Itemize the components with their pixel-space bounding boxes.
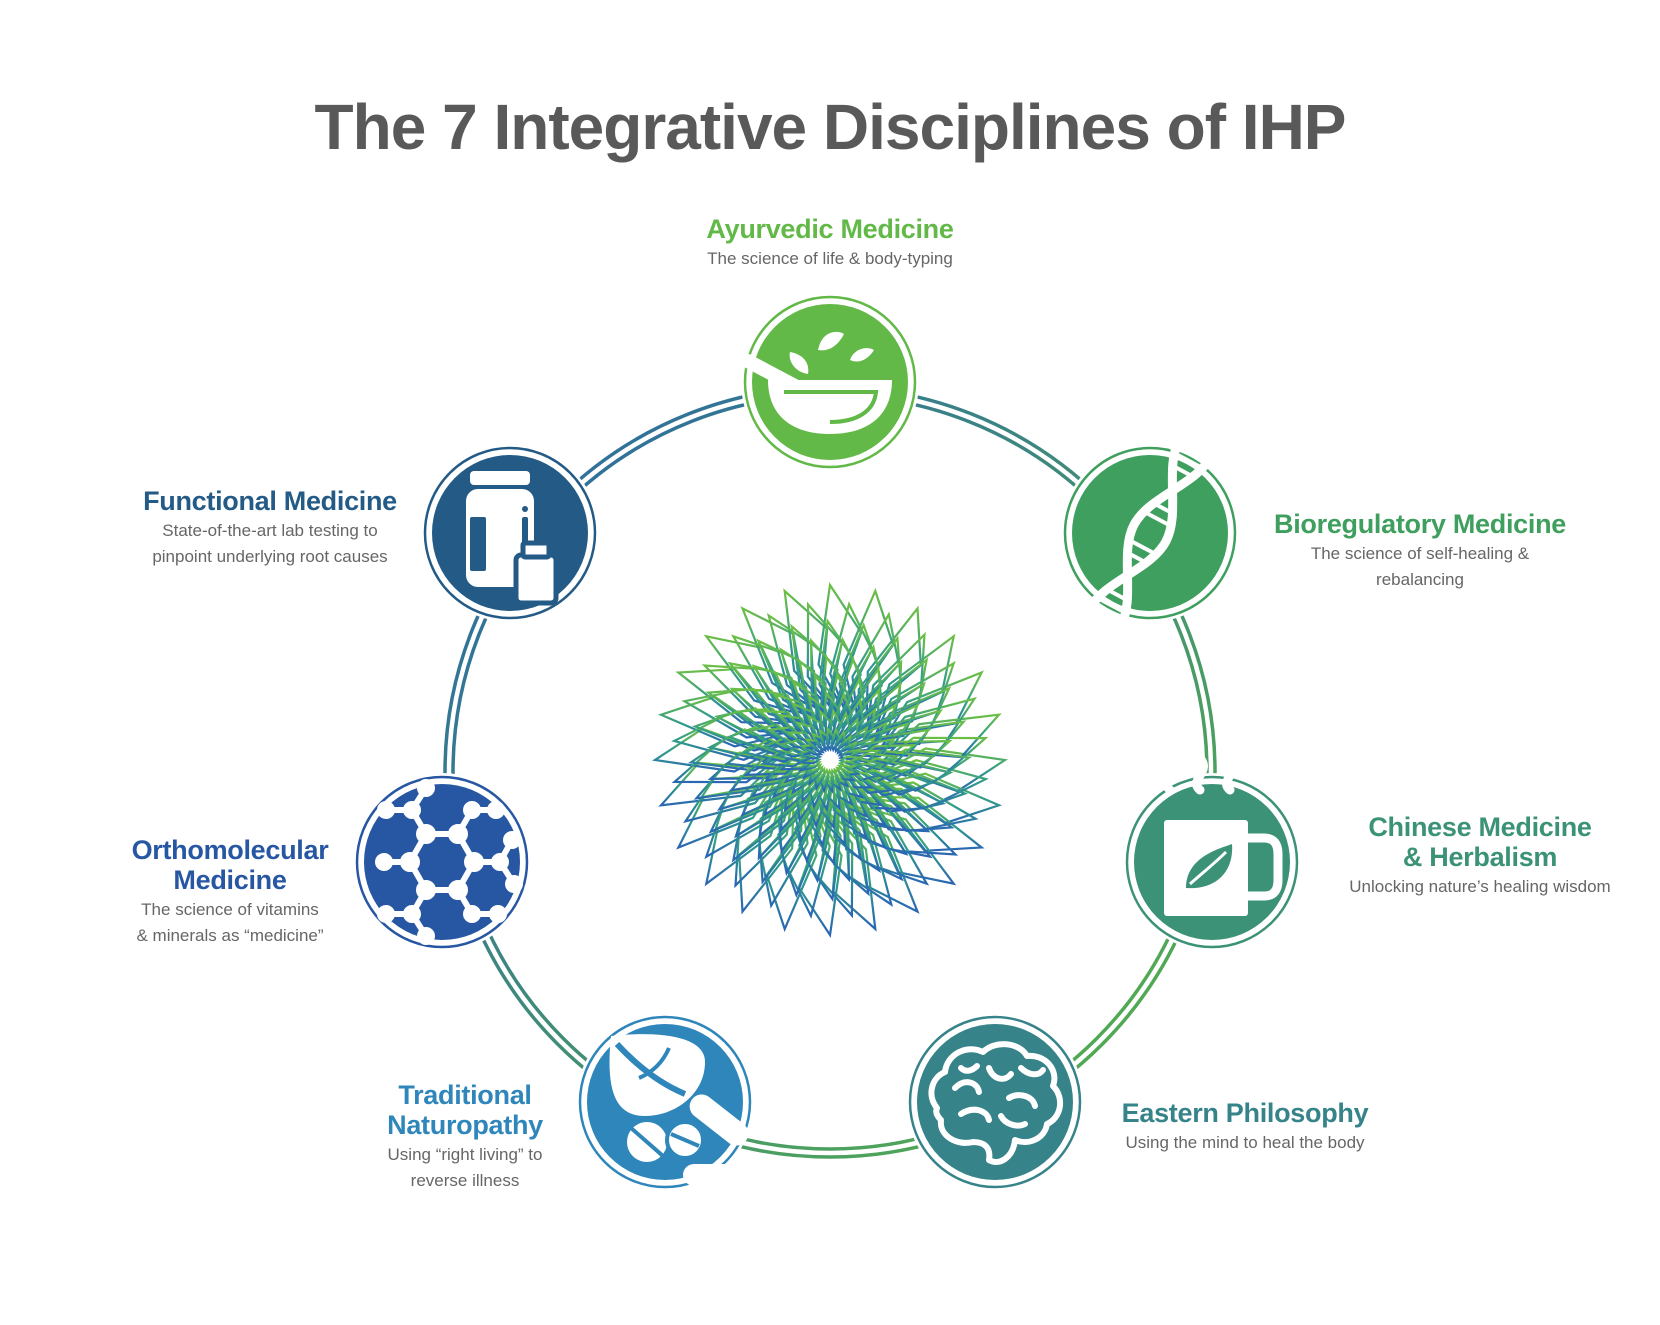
spiral-petal: [868, 708, 943, 749]
discipline-name: Chinese Medicine & Herbalism: [1368, 812, 1592, 872]
node-naturopathy[interactable]: [576, 1013, 754, 1191]
steam-icon: [1162, 753, 1238, 795]
spiral-petal: [858, 787, 931, 833]
spiral-mandala-icon: [651, 581, 1009, 939]
spiral-petal: [798, 798, 833, 884]
spiral-petal: [821, 799, 851, 883]
label-naturopathy: Traditional Naturopathy Using “right liv…: [335, 1080, 595, 1194]
spiral-petal: [864, 775, 947, 813]
label-bioregulatory: Bioregulatory Medicine The science of se…: [1240, 509, 1600, 593]
molecule-icon: [375, 779, 523, 945]
supplement-bottles-icon: [466, 471, 559, 606]
spiral-petal: [863, 681, 926, 740]
discipline-name: Functional Medicine: [143, 486, 397, 516]
spiral-petal: [835, 766, 857, 782]
label-eastern: Eastern Philosophy Using the mind to hea…: [1080, 1098, 1410, 1156]
label-functional: Functional Medicine State-of-the-art lab…: [100, 486, 440, 570]
node-eastern[interactable]: [906, 1013, 1084, 1191]
spiral-petal: [734, 780, 797, 839]
node-chinese[interactable]: [1123, 753, 1301, 951]
discipline-name: Eastern Philosophy: [1121, 1098, 1369, 1128]
tea-mug-icon: [1164, 820, 1283, 916]
discipline-description: State-of-the-art lab testing to pinpoint…: [152, 521, 388, 566]
discipline-name: Traditional Naturopathy: [387, 1080, 543, 1140]
spiral-petal: [713, 707, 796, 745]
label-orthomolecular: Orthomolecular Medicine The science of v…: [100, 835, 360, 949]
spiral-petal: [778, 647, 819, 722]
spiral-petal: [827, 636, 862, 722]
spiral-petal: [857, 659, 903, 732]
discipline-description: The science of self-healing & rebalancin…: [1310, 544, 1530, 589]
spiral-petal: [777, 794, 815, 877]
page-title: The 7 Integrative Disciplines of IHP: [314, 91, 1347, 163]
label-ayurvedic: Ayurvedic Medicine The science of life &…: [630, 214, 1030, 272]
spiral-petal: [869, 739, 953, 769]
discipline-name: Bioregulatory Medicine: [1274, 509, 1566, 539]
discipline-description: Using “right living” to reverse illness: [387, 1145, 543, 1190]
discipline-description: Unlocking nature’s healing wisdom: [1349, 877, 1611, 896]
node-orthomolecular[interactable]: [353, 773, 531, 951]
spiral-petal: [757, 788, 803, 861]
spiral-petal: [707, 751, 791, 781]
spiral-petal: [841, 798, 882, 873]
brain-icon: [928, 1041, 1064, 1165]
node-functional[interactable]: [421, 444, 599, 622]
discipline-description: The science of life & body-typing: [707, 249, 953, 268]
leaf-pills-icon: [609, 1034, 753, 1186]
node-bioregulatory[interactable]: [1061, 437, 1239, 629]
dna-icon: [1085, 437, 1215, 629]
node-ayurvedic[interactable]: [739, 293, 919, 471]
spiral-petal: [751, 664, 810, 727]
label-chinese: Chinese Medicine & Herbalism Unlocking n…: [1310, 812, 1650, 900]
spiral-petal: [845, 643, 883, 726]
spiral-petal: [809, 637, 839, 721]
spiral-petal: [706, 728, 792, 763]
spiral-petal: [850, 793, 909, 856]
discipline-name: Orthomolecular Medicine: [131, 835, 329, 895]
bowl-highlight: [784, 390, 879, 424]
discipline-description: The science of vitamins & minerals as “m…: [136, 900, 324, 945]
spiral-petal: [729, 687, 802, 733]
discipline-name: Ayurvedic Medicine: [706, 214, 954, 244]
discipline-description: Using the mind to heal the body: [1125, 1133, 1365, 1152]
spiral-petal: [717, 771, 792, 812]
spiral-petal: [868, 757, 954, 792]
